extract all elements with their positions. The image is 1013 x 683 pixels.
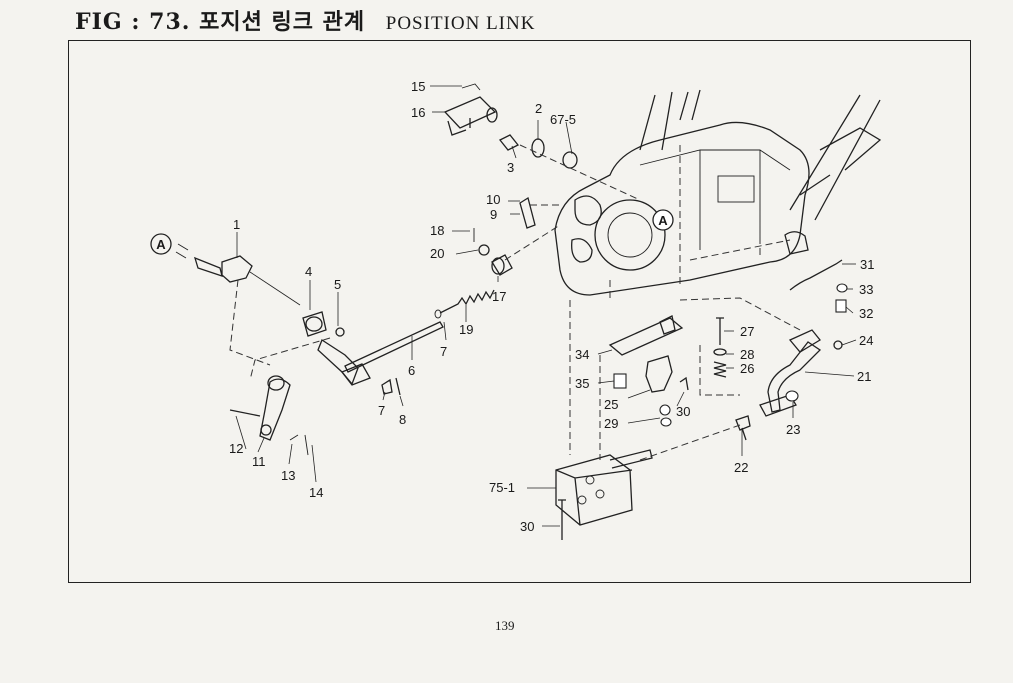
callout-31: 30 <box>520 519 534 534</box>
callout-8: 8 <box>399 412 406 427</box>
figure-title-korean: 포지션 링크 관계 <box>199 9 366 35</box>
callout-15: 15 <box>411 79 425 94</box>
figure-title-english: POSITION LINK <box>385 13 536 34</box>
callout-2: 2 <box>535 101 542 116</box>
marker-a-right: A <box>658 213 668 228</box>
callout-20: 20 <box>430 246 444 261</box>
callout-26: 26 <box>740 361 754 376</box>
lower-right-linkage <box>555 259 848 540</box>
callout-28: 28 <box>740 347 754 362</box>
figure-title: FIG : 73. 포지션 링크 관계 POSITION LINK <box>75 4 535 36</box>
page-number: 139 <box>495 618 515 633</box>
callout-75-1: 75-1 <box>489 480 515 495</box>
callout-67-5: 67-5 <box>550 112 576 127</box>
callout-25: 25 <box>604 397 618 412</box>
callout-4: 4 <box>305 264 312 279</box>
callout-18: 18 <box>430 223 444 238</box>
callout-11: 11 <box>252 454 266 469</box>
callout-12: 12 <box>229 441 243 456</box>
reference-marker-right: A <box>652 209 674 231</box>
callout-9: 9 <box>490 207 497 222</box>
callout-14: 14 <box>309 485 323 500</box>
callout-13: 13 <box>281 468 295 483</box>
callout-22: 22 <box>734 460 748 475</box>
callout-30: 30 <box>676 404 690 419</box>
callout-19: 19 <box>459 322 473 337</box>
callout-7b: 7 <box>378 403 385 418</box>
diagram-frame <box>68 40 971 583</box>
callout-3: 3 <box>507 160 514 175</box>
leader-lines <box>235 85 857 527</box>
callout-33: 32 <box>859 306 873 321</box>
callout-17: 17 <box>492 289 506 304</box>
transmission-housing <box>554 89 882 300</box>
callout-36: 35 <box>575 376 589 391</box>
callout-10: 10 <box>486 192 500 207</box>
upper-linkage <box>473 196 561 276</box>
callout-29: 29 <box>604 416 618 431</box>
clevis-pin-assembly <box>443 83 641 201</box>
callout-7a: 7 <box>440 344 447 359</box>
left-linkage <box>175 243 495 456</box>
callout-16: 16 <box>411 105 425 120</box>
callout-35: 34 <box>575 347 589 362</box>
callout-27: 27 <box>740 324 754 339</box>
callout-23: 23 <box>786 422 800 437</box>
callout-24: 24 <box>859 333 873 348</box>
callout-21: 21 <box>857 369 871 384</box>
callout-5: 5 <box>334 277 341 292</box>
callout-labels: 1 2 3 4 5 6 7 7 8 9 10 11 12 13 14 15 16… <box>229 79 874 534</box>
figure-number: FIG : 73. <box>75 9 191 35</box>
reference-marker-left: A <box>150 233 172 255</box>
callout-1: 1 <box>233 217 240 232</box>
callout-34: 33 <box>859 282 873 297</box>
callout-32: 31 <box>860 257 874 272</box>
callout-6: 6 <box>408 363 415 378</box>
marker-a-left: A <box>156 237 166 252</box>
